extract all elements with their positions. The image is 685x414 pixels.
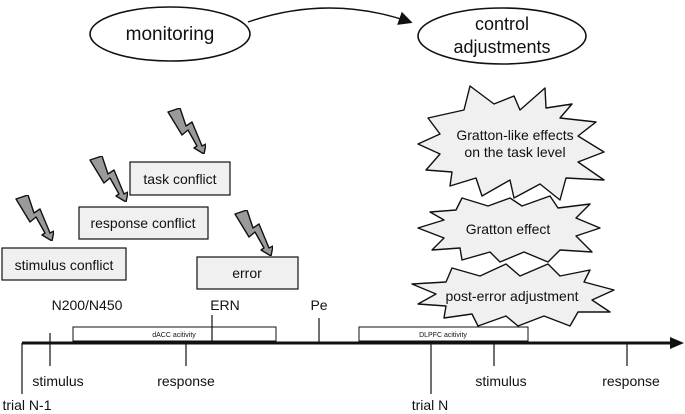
ern-label: ERN: [210, 297, 240, 313]
error-box: error: [196, 256, 299, 290]
gratton-effect-label: Gratton effect: [466, 221, 551, 237]
trial-n-label: trial N: [412, 397, 449, 413]
stimulus-conflict-label: stimulus conflict: [15, 257, 114, 273]
gratton-task-label-line1: Gratton-like effects: [456, 127, 573, 143]
response-conflict-box: response conflict: [78, 206, 209, 240]
dacc-activity-label: dACC acitivity: [152, 332, 196, 339]
lightning-bolt-icon: [89, 156, 128, 202]
dlpfc-activity-label: DLPFC acitivity: [419, 332, 467, 339]
monitoring-to-control-arrow: [247, 7, 413, 25]
n200-label: N200/N450: [52, 297, 123, 313]
monitoring-node: monitoring: [89, 6, 251, 62]
pe-label: Pe: [310, 297, 327, 313]
post-error-starburst: post-error adjustment: [411, 263, 615, 327]
stimulus2-label: stimulus: [475, 373, 526, 389]
control-label-line1: control: [475, 14, 529, 34]
control-label-line2: adjustments: [453, 37, 550, 57]
error-label: error: [232, 265, 262, 281]
gratton-task-label-line2: on the task level: [464, 144, 565, 160]
task-conflict-box: task conflict: [129, 161, 231, 196]
lightning-bolt-icon: [167, 108, 206, 154]
timeline-arrowhead: [670, 337, 684, 349]
dacc-activity-bar: dACC acitivity: [72, 326, 277, 342]
response-conflict-label: response conflict: [90, 215, 195, 231]
gratton-effect-starburst: Gratton effect: [417, 195, 601, 263]
control-adjustments-node: control adjustments: [417, 7, 587, 65]
response2-label: response: [602, 373, 660, 389]
lightning-bolt-icon: [15, 195, 54, 241]
monitoring-label: monitoring: [126, 24, 215, 45]
gratton-task-level-starburst: Gratton-like effects on the task level: [417, 85, 605, 201]
trial-prev-label: trial N-1: [2, 397, 51, 413]
stimulus-label: stimulus: [32, 373, 83, 389]
post-error-label: post-error adjustment: [445, 288, 578, 304]
response-label: response: [157, 373, 215, 389]
dlpfc-activity-bar: DLPFC acitivity: [358, 326, 529, 342]
stimulus-conflict-box: stimulus conflict: [1, 247, 127, 281]
task-conflict-label: task conflict: [143, 171, 216, 187]
lightning-bolt-icon: [234, 210, 273, 256]
